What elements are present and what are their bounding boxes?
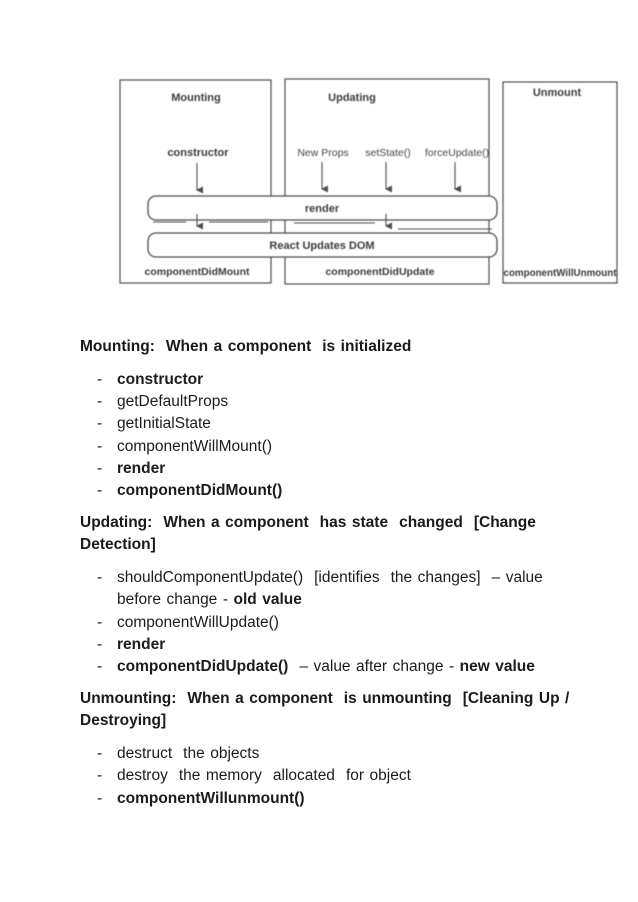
list-item-text: render — [117, 459, 166, 477]
list-item: - componentWillUpdate() — [80, 612, 575, 634]
setstate-label: setState() — [365, 147, 411, 159]
list-item: - shouldComponentUpdate() [identifies th… — [80, 567, 575, 611]
bullet-dash: - — [97, 745, 103, 763]
bullet-dash: - — [97, 569, 103, 587]
bullet-dash: - — [97, 415, 103, 433]
text-segment-bold: new value — [459, 658, 535, 676]
text-segment-bold: componentDidUpdate() — [117, 658, 289, 676]
bullet-dash: - — [97, 459, 103, 477]
list-item-text: getDefaultProps — [117, 393, 229, 411]
list-item: - componentWillunmount() — [80, 788, 575, 810]
list-item: - render — [80, 458, 575, 480]
bullet-dash: - — [97, 437, 103, 455]
render-bar — [147, 195, 498, 221]
constructor-label: constructor — [167, 147, 229, 159]
bullet-dash: - — [97, 482, 103, 500]
new-props-label: New Props — [297, 147, 348, 159]
render-bar-label: render — [305, 203, 340, 215]
bullet-dash: - — [97, 393, 103, 411]
list-item: - componentDidMount() — [80, 480, 575, 502]
unmount-title: Unmount — [533, 87, 582, 99]
unmounting-list: - destruct the objects - destroy the mem… — [80, 743, 575, 810]
updating-title: Updating — [328, 92, 376, 104]
bullet-dash: - — [97, 767, 103, 785]
list-item-text: render — [117, 635, 166, 653]
bullet-dash: - — [97, 635, 103, 653]
list-item: - constructor — [80, 369, 575, 391]
list-item: - componentDidUpdate() – value after cha… — [80, 656, 575, 678]
list-item: - componentWillMount() — [80, 436, 575, 458]
list-item-text: componentWillMount() — [117, 437, 273, 455]
list-item-text: destruct the objects — [117, 745, 260, 763]
text-segment-bold: old value — [233, 591, 302, 609]
react-updates-dom-label: React Updates DOM — [269, 240, 374, 252]
list-item: - destruct the objects — [80, 743, 575, 765]
document-body: Mounting: When a component is initialize… — [80, 336, 575, 820]
bullet-dash: - — [97, 613, 103, 631]
unmounting-section-heading: Unmounting: When a component is unmounti… — [80, 690, 570, 730]
list-item: - getInitialState — [80, 413, 575, 435]
forceupdate-label: forceUpdate() — [425, 147, 489, 159]
mounting-list: - constructor - getDefaultProps - getIni… — [80, 369, 575, 502]
text-segment: – value after change - — [288, 658, 460, 676]
list-item-text: componentWillunmount() — [117, 789, 305, 807]
flow-line — [294, 222, 492, 230]
bullet-dash: - — [97, 371, 103, 388]
list-item: - getDefaultProps — [80, 391, 575, 413]
list-item-text: componentWillUpdate() — [117, 613, 279, 631]
list-item: - destroy the memory allocated for objec… — [80, 765, 575, 787]
list-item-text: constructor — [117, 371, 204, 388]
react-lifecycle-diagram: Mounting Updating Unmount constructor Ne… — [119, 78, 618, 285]
text-segment: shouldComponentUpdate() [identifies the … — [117, 569, 543, 609]
bullet-dash: - — [97, 658, 103, 676]
list-item-text: shouldComponentUpdate() [identifies the … — [117, 567, 575, 611]
list-item-text: componentDidUpdate() – value after chang… — [117, 656, 575, 678]
list-item: - render — [80, 634, 575, 656]
mounting-title: Mounting — [171, 92, 220, 104]
component-will-unmount-label: componentWillUnmount — [504, 268, 618, 279]
list-item-text: getInitialState — [117, 415, 211, 433]
mounting-section-heading: Mounting: When a component is initialize… — [80, 338, 412, 355]
component-did-mount-label: componentDidMount — [145, 266, 250, 278]
updating-list: - shouldComponentUpdate() [identifies th… — [80, 567, 575, 678]
component-did-update-label: componentDidUpdate — [325, 266, 434, 278]
updating-section-heading: Updating: When a component has state cha… — [80, 514, 536, 554]
unmount-box — [502, 81, 618, 284]
react-updates-dom-bar — [147, 232, 498, 258]
list-item-text: destroy the memory allocated for object — [117, 767, 411, 785]
bullet-dash: - — [97, 789, 103, 807]
list-item-text: componentDidMount() — [117, 482, 283, 500]
